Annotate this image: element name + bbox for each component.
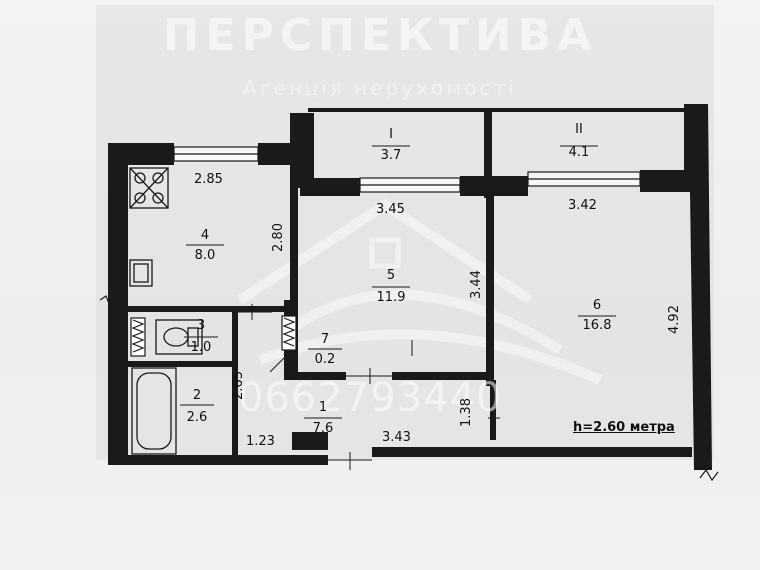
- stove-icon: [129, 167, 169, 209]
- outer-wall-right: [684, 104, 712, 470]
- wall-room5-bottom-left: [298, 372, 346, 380]
- room-kitchen-number: 4: [200, 228, 210, 243]
- wall-bottom-bump: [292, 432, 328, 450]
- watermark-agency-tagline: Агенція нерухомості: [243, 76, 517, 100]
- balcony-2-top: [488, 108, 686, 112]
- room-hallway-area: 7.6: [312, 421, 334, 436]
- break-marks: [99, 295, 719, 482]
- room-bathroom-number: 2: [192, 388, 202, 403]
- wall-bath-hall: [232, 312, 238, 455]
- watermark-phone: 0662793440: [238, 375, 503, 421]
- wall-toilet-bath: [128, 361, 238, 367]
- room-closet-number: 7: [320, 332, 330, 347]
- dim-hall-left: 1.23: [246, 434, 275, 449]
- kitchen-sink-icon: [129, 259, 153, 287]
- room-balcony-2-area: 4.1: [568, 145, 590, 160]
- outer-wall-bottom-left: [108, 455, 328, 465]
- dim-room6-depth: 4.92: [666, 305, 682, 334]
- wall-kitchen-top-left: [108, 143, 174, 165]
- wall-mid-top: [460, 176, 528, 196]
- wall-kitchen-room5: [290, 188, 298, 306]
- watermark-agency-name: ПЕРСПЕКТИВА: [162, 10, 598, 61]
- dim-room5-depth: 3.44: [468, 270, 484, 299]
- room-balcony-1-number: I: [389, 127, 393, 142]
- vent-shaft-icon: [130, 315, 297, 357]
- balcony-1-top: [308, 108, 488, 112]
- room-label-dividers: [180, 145, 616, 419]
- room-toilet-number: 3: [196, 318, 206, 333]
- wall-hall-room6: [490, 380, 496, 440]
- windows: [173, 146, 641, 193]
- dim-room6-width: 3.42: [568, 198, 597, 213]
- room-hallway-number: 1: [318, 400, 328, 415]
- room-6-number: 6: [592, 298, 602, 313]
- watermark-panel: [96, 5, 714, 460]
- room-closet-area: 0.2: [314, 352, 336, 367]
- balcony-divider: [484, 108, 492, 198]
- outer-wall-left: [108, 163, 128, 463]
- wall-column-left: [290, 113, 360, 196]
- room-kitchen-area: 8.0: [194, 248, 216, 263]
- room-5-number: 5: [386, 268, 396, 283]
- room-balcony-1-area: 3.7: [380, 148, 402, 163]
- bathtub-icon: [131, 367, 177, 455]
- room-bathroom-area: 2.6: [186, 410, 208, 425]
- wall-right-top: [640, 170, 686, 192]
- dim-kitchen-depth: 2.80: [270, 223, 286, 252]
- outer-wall-bottom-right: [372, 447, 692, 457]
- room-toilet-area: 1.0: [190, 340, 212, 355]
- door-marks: [238, 304, 500, 470]
- room-balcony-2-number: II: [575, 122, 583, 137]
- dim-hall-depth: 1.38: [458, 398, 474, 427]
- watermark-house-logo: [237, 199, 603, 385]
- wall-room5-bottom-right: [392, 372, 492, 380]
- room-5-area: 11.9: [376, 290, 406, 305]
- dim-hall-width: 3.43: [382, 430, 411, 445]
- wall-room5-room6: [486, 196, 494, 386]
- wall-kitchen-bottom: [128, 306, 298, 312]
- dim-kitchen-width: 2.85: [194, 172, 223, 187]
- room-6-area: 16.8: [582, 318, 612, 333]
- dim-room5-width: 3.45: [376, 202, 405, 217]
- dim-bath-depth: 2.65: [230, 371, 246, 400]
- ceiling-height-note: h=2.60 метра: [573, 420, 675, 435]
